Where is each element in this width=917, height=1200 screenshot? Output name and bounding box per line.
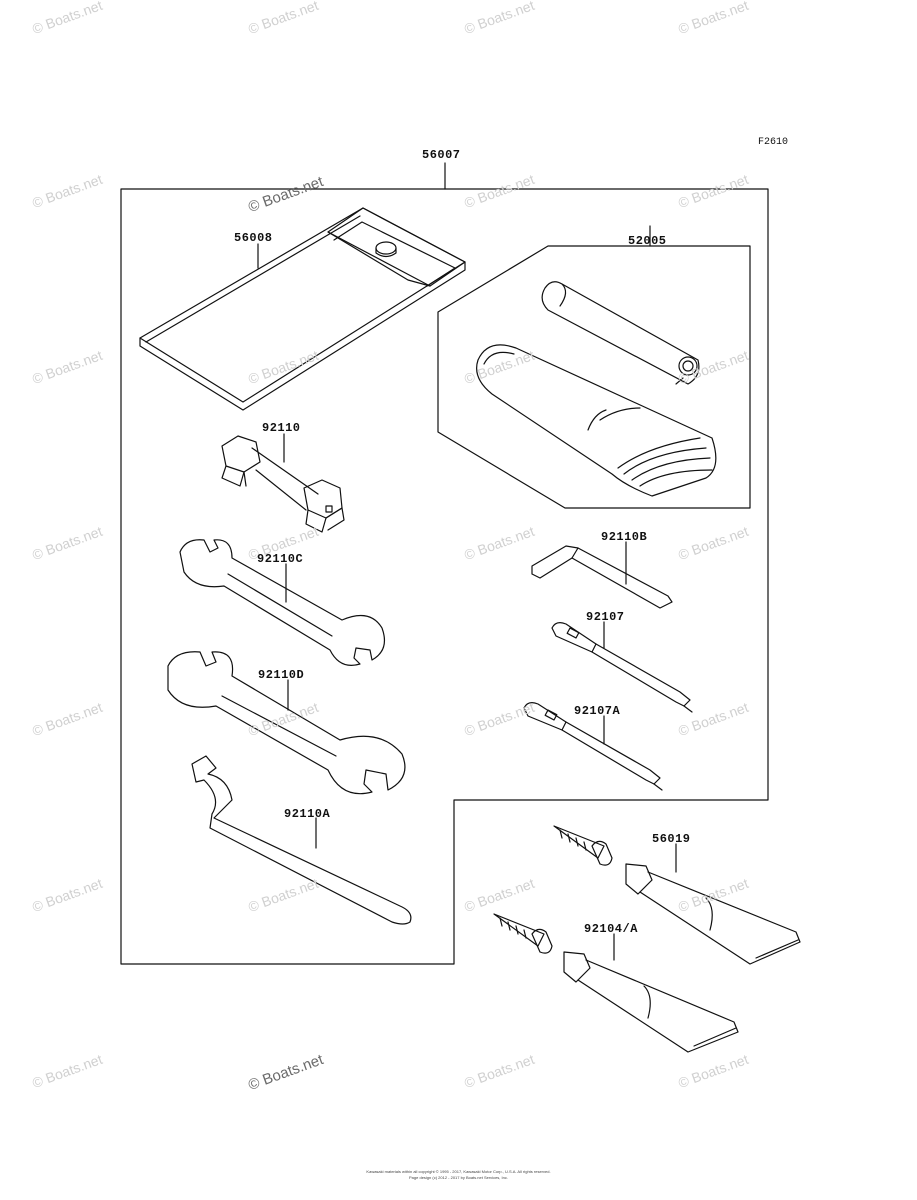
part-number-92110a[interactable]: 92110A [284, 807, 331, 821]
part-number-92107a[interactable]: 92107A [574, 704, 621, 718]
screwdriver-drawing [551, 621, 693, 713]
copyright-line: Kawasaki materials within all copyright … [366, 1169, 551, 1174]
page-design-line: Page design (c) 2012 - 2017 by Boats.net… [409, 1175, 508, 1180]
hex-key-drawing [531, 541, 673, 609]
part-number-92107[interactable]: 92107 [586, 610, 625, 624]
part-number-52005[interactable]: 52005 [628, 234, 667, 248]
grease-tube-1-drawing [553, 825, 801, 965]
part-number-56019[interactable]: 56019 [652, 832, 691, 846]
plug-wrench-drawing [221, 433, 345, 533]
grease-tube-2-drawing [493, 913, 739, 1053]
part-number-56007[interactable]: 56007 [422, 148, 461, 162]
part-number-92104-a[interactable]: 92104/A [584, 922, 638, 936]
kit-frame [120, 188, 769, 965]
part-number-92110d[interactable]: 92110D [258, 668, 305, 682]
wrench-c-drawing [179, 539, 385, 666]
figure-code: F2610 [758, 137, 789, 148]
part-number-92110c[interactable]: 92110C [257, 552, 304, 566]
pouch-drawing [476, 281, 717, 497]
part-number-56008[interactable]: 56008 [234, 231, 273, 245]
wrench-d-drawing [167, 651, 406, 795]
part-number-92110[interactable]: 92110 [262, 421, 301, 435]
screwdriver-a-drawing [523, 702, 663, 791]
hook-wrench-drawing [191, 755, 412, 925]
tool-bag-drawing [139, 207, 466, 411]
pouch-frame [437, 245, 751, 509]
part-number-92110b[interactable]: 92110B [601, 530, 648, 544]
